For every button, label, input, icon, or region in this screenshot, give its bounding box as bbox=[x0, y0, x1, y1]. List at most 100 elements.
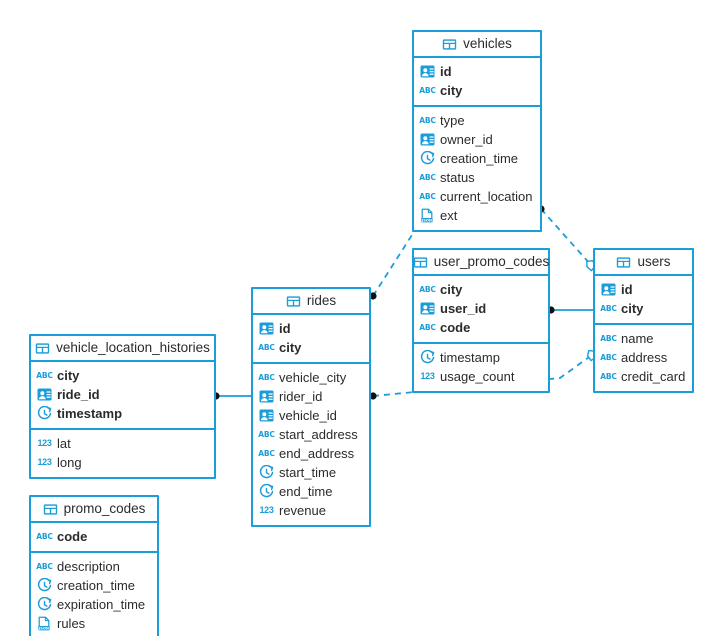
relationship-user_promo_codes-to-users[interactable] bbox=[547, 306, 593, 314]
column-name: description bbox=[57, 559, 120, 574]
primary-key-row-vehicles-id[interactable]: id bbox=[414, 62, 540, 81]
column-row-user_promo_codes-timestamp[interactable]: timestamp bbox=[414, 348, 548, 367]
table-title: rides bbox=[306, 293, 337, 309]
table-icon bbox=[43, 502, 58, 517]
table-header-users[interactable]: users bbox=[595, 250, 692, 276]
relationship-vehicle_location_histories-to-rides[interactable] bbox=[212, 392, 251, 400]
column-name: id bbox=[279, 321, 291, 336]
column-name: id bbox=[621, 282, 633, 297]
abc-string-icon: ABC bbox=[258, 429, 275, 439]
column-row-promo_codes-description[interactable]: ABC description bbox=[31, 557, 157, 576]
column-row-rides-vehicle_id[interactable]: vehicle_id bbox=[253, 406, 369, 425]
table-header-vehicle_location_histories[interactable]: vehicle_location_histories bbox=[31, 336, 214, 362]
abc-string-icon: ABC bbox=[419, 115, 436, 125]
column-row-promo_codes-creation_time[interactable]: creation_time bbox=[31, 576, 157, 595]
column-row-rides-rider_id[interactable]: rider_id bbox=[253, 387, 369, 406]
table-header-user_promo_codes[interactable]: user_promo_codes bbox=[413, 250, 550, 276]
column-name: vehicle_city bbox=[279, 370, 347, 385]
column-name: timestamp bbox=[57, 406, 123, 421]
123-number-icon: 123 bbox=[259, 505, 274, 515]
123-number-icon: 123 bbox=[420, 371, 435, 381]
table-title: user_promo_codes bbox=[433, 254, 550, 270]
table-title: promo_codes bbox=[63, 501, 146, 517]
column-name: current_location bbox=[440, 189, 533, 204]
abc-string-icon: ABC bbox=[419, 284, 436, 294]
uuid-key-icon bbox=[259, 408, 274, 423]
abc-string-icon: ABC bbox=[258, 372, 275, 382]
primary-key-row-vehicle_location_histories-ride_id[interactable]: ride_id bbox=[31, 385, 214, 404]
column-row-promo_codes-expiration_time[interactable]: expiration_time bbox=[31, 595, 157, 614]
table-icon bbox=[286, 294, 301, 309]
table-header-rides[interactable]: rides bbox=[253, 289, 369, 315]
primary-key-row-user_promo_codes-user_id[interactable]: user_id bbox=[414, 299, 548, 318]
column-name: rules bbox=[57, 616, 86, 631]
column-name: creation_time bbox=[440, 151, 519, 166]
column-row-vehicle_location_histories-long[interactable]: 123 long bbox=[31, 453, 214, 472]
uuid-key-icon bbox=[420, 132, 435, 147]
column-row-rides-start_time[interactable]: start_time bbox=[253, 463, 369, 482]
column-row-vehicles-type[interactable]: ABC type bbox=[414, 111, 540, 130]
column-row-rides-end_time[interactable]: end_time bbox=[253, 482, 369, 501]
column-name: ext bbox=[440, 208, 458, 223]
abc-string-icon: ABC bbox=[600, 303, 617, 313]
column-name: timestamp bbox=[440, 350, 500, 365]
column-name: expiration_time bbox=[57, 597, 146, 612]
table-header-vehicles[interactable]: vehicles bbox=[414, 32, 540, 58]
table-title: vehicle_location_histories bbox=[56, 340, 210, 356]
column-row-rides-vehicle_city[interactable]: ABC vehicle_city bbox=[253, 368, 369, 387]
abc-string-icon: ABC bbox=[600, 333, 617, 343]
abc-string-icon: ABC bbox=[600, 352, 617, 362]
abc-string-icon: ABC bbox=[258, 448, 275, 458]
table-header-promo_codes[interactable]: promo_codes bbox=[31, 497, 157, 523]
123-number-icon: 123 bbox=[37, 457, 52, 467]
clock-timestamp-icon bbox=[37, 578, 52, 593]
column-name: type bbox=[440, 113, 465, 128]
column-row-vehicles-owner_id[interactable]: owner_id bbox=[414, 130, 540, 149]
column-name: user_id bbox=[440, 301, 487, 316]
primary-key-row-users-id[interactable]: id bbox=[595, 280, 692, 299]
column-section-promo_codes: ABC description creation_time expiration_ti… bbox=[31, 553, 157, 636]
column-row-vehicles-creation_time[interactable]: creation_time bbox=[414, 149, 540, 168]
column-name: lat bbox=[57, 436, 71, 451]
column-name: long bbox=[57, 455, 82, 470]
column-name: rider_id bbox=[279, 389, 323, 404]
clock-timestamp-icon bbox=[259, 465, 274, 480]
column-name: city bbox=[279, 340, 302, 355]
uuid-key-icon bbox=[259, 389, 274, 404]
primary-key-row-rides-id[interactable]: id bbox=[253, 319, 369, 338]
abc-string-icon: ABC bbox=[36, 561, 53, 571]
abc-string-icon: ABC bbox=[36, 370, 53, 380]
primary-key-row-vehicle_location_histories-timestamp[interactable]: timestamp bbox=[31, 404, 214, 423]
